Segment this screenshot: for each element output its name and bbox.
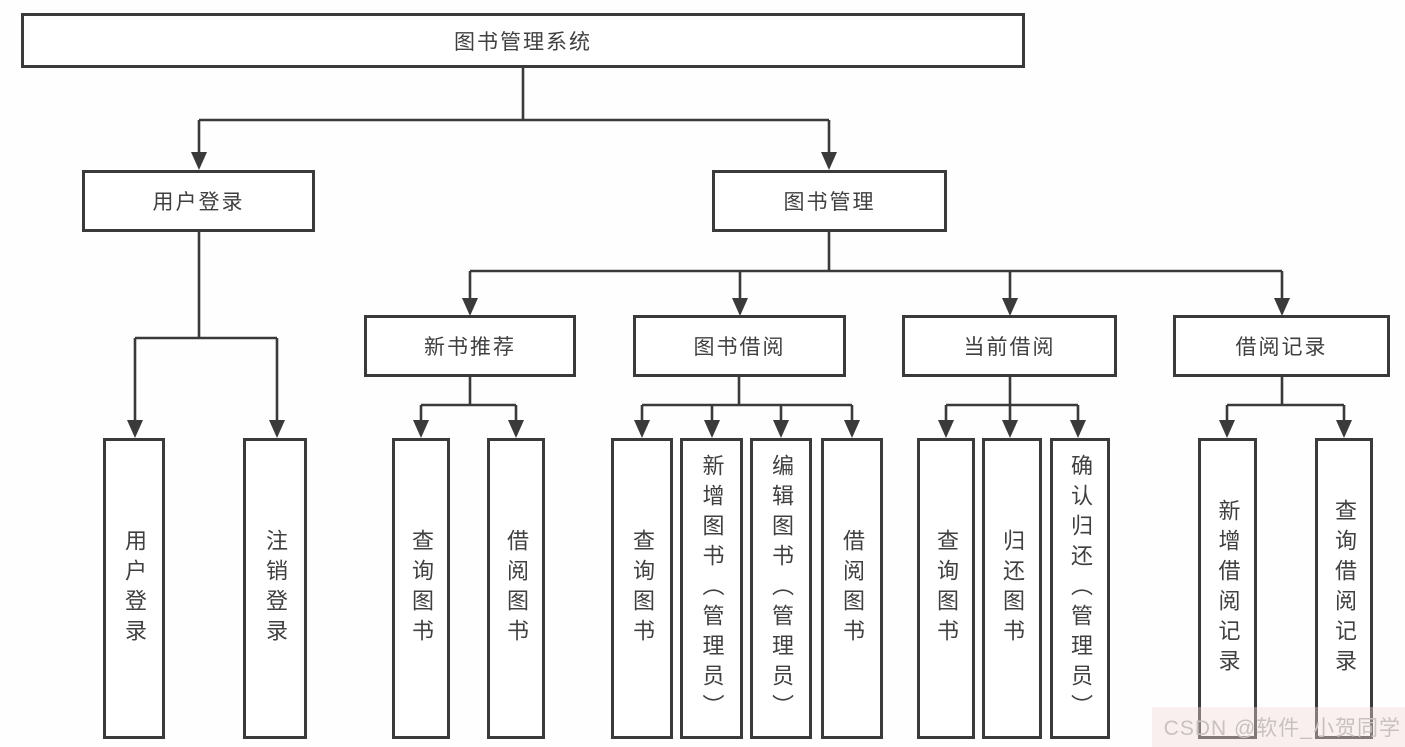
leaf-query-borrow-record-label: 查询借阅记录 (1332, 498, 1357, 679)
leaf-query-books-3: 查询图书 (917, 438, 975, 739)
leaf-return-books: 归还图书 (982, 438, 1042, 739)
leaf-query-books-3-label: 查询图书 (934, 528, 959, 649)
leaf-logout-label: 注销登录 (263, 528, 288, 649)
node-root: 图书管理系统 (21, 13, 1025, 68)
leaf-return-books-label: 归还图书 (1000, 528, 1025, 649)
node-book-borrow: 图书借阅 (633, 315, 846, 377)
node-book-management: 图书管理 (712, 170, 947, 232)
node-new-book-recommend-label: 新书推荐 (424, 336, 516, 359)
leaf-query-borrow-record: 查询借阅记录 (1315, 438, 1373, 739)
node-book-borrow-label: 图书借阅 (693, 336, 786, 359)
leaf-confirm-return-admin-label: 确认归还（管理员） (1068, 453, 1093, 724)
node-borrow-records: 借阅记录 (1173, 315, 1390, 377)
node-current-borrow: 当前借阅 (902, 315, 1117, 377)
leaf-borrow-books-2-label: 借阅图书 (840, 528, 865, 649)
leaf-query-books-1: 查询图书 (392, 438, 450, 739)
leaf-add-borrow-record-label: 新增借阅记录 (1215, 498, 1241, 679)
node-root-label: 图书管理系统 (454, 30, 592, 54)
leaf-add-book-admin: 新增图书（管理员） (680, 438, 743, 739)
leaf-query-books-1-label: 查询图书 (409, 528, 434, 649)
leaf-confirm-return-admin: 确认归还（管理员） (1050, 438, 1110, 739)
leaf-borrow-books-1: 借阅图书 (487, 438, 545, 739)
leaf-borrow-books-2: 借阅图书 (821, 438, 883, 739)
node-borrow-records-label: 借阅记录 (1235, 336, 1328, 359)
leaf-edit-book-admin-label: 编辑图书（管理员） (769, 453, 794, 724)
node-user-login: 用户登录 (82, 170, 315, 232)
leaf-user-login-label: 用户登录 (122, 528, 147, 649)
leaf-edit-book-admin: 编辑图书（管理员） (750, 438, 812, 739)
leaf-user-login: 用户登录 (103, 438, 165, 739)
node-current-borrow-label: 当前借阅 (963, 336, 1056, 359)
leaf-borrow-books-1-label: 借阅图书 (504, 528, 529, 649)
node-new-book-recommend: 新书推荐 (364, 315, 576, 377)
node-user-login-label: 用户登录 (152, 191, 245, 214)
leaf-add-borrow-record: 新增借阅记录 (1198, 438, 1257, 739)
leaf-logout: 注销登录 (243, 438, 307, 739)
leaf-query-books-2: 查询图书 (611, 438, 673, 739)
leaf-add-book-admin-label: 新增图书（管理员） (699, 453, 725, 724)
watermark: CSDN @软件_小贺同学 (1163, 717, 1401, 740)
node-book-management-label: 图书管理 (783, 191, 876, 214)
leaf-query-books-2-label: 查询图书 (630, 528, 655, 649)
